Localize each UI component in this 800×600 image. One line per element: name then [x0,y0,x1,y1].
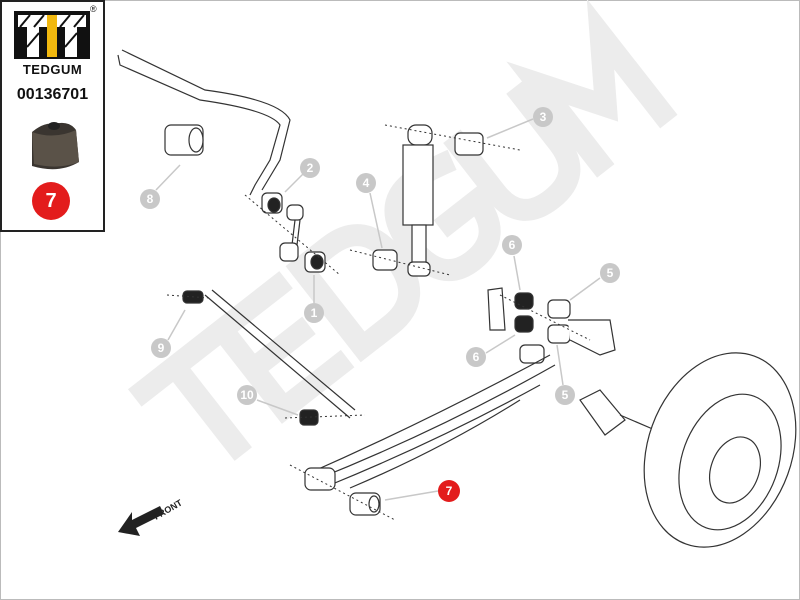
callout-circle [356,173,376,193]
callouts: 1 2 3 4 5 5 6 6 8 9 10 7 [140,107,620,502]
callout-circle [438,480,460,502]
axis-lines [166,124,591,521]
callout-5: 5 [555,385,575,405]
callout-circle [555,385,575,405]
bushing-product-image [32,122,79,170]
callout-2: 2 [300,158,320,178]
callout-circle [237,385,257,405]
callout-label: 7 [446,484,453,498]
callout-6: 6 [466,347,486,367]
callout-7: 7 [438,480,460,502]
front-label: FRONT [152,497,184,521]
parts [117,49,797,548]
callout-circle [300,158,320,178]
tedgum-logo [14,11,90,59]
callout-6: 6 [502,235,522,255]
callout-circle [140,189,160,209]
callout-label: 8 [147,192,154,206]
callout-label: 5 [562,388,569,402]
registered-mark: ® [90,4,97,14]
callout-label: 4 [363,176,370,190]
callout-label: 6 [473,350,480,364]
callout-label: 5 [607,266,614,280]
callout-label: 9 [158,341,165,355]
position-badge: 7 [32,182,70,220]
callout-circle [304,303,324,323]
front-arrow: FRONT [118,497,184,536]
stabilizer-bar [117,54,281,196]
callout-9: 9 [151,338,171,358]
callout-3: 3 [533,107,553,127]
callout-8: 8 [140,189,160,209]
callout-circle [502,235,522,255]
leader-lines [155,118,601,501]
callout-label: 3 [540,110,547,124]
callout-circle [466,347,486,367]
callout-circle [600,263,620,283]
brand-name: TEDGUM [22,62,83,77]
callout-label: 2 [307,161,314,175]
callout-circle [533,107,553,127]
callout-label: 6 [509,238,516,252]
part-number: 00136701 [16,86,89,103]
leaf-spring [304,354,556,489]
callout-1: 1 [304,303,324,323]
callout-label: 1 [311,306,318,320]
callout-circle [151,338,171,358]
wheel [643,352,797,548]
callout-5: 5 [600,263,620,283]
callout-10: 10 [237,385,257,405]
product-panel: ® TEDGUM 00136701 7 [0,0,105,232]
callout-4: 4 [356,173,376,193]
callout-label: 10 [240,388,254,402]
